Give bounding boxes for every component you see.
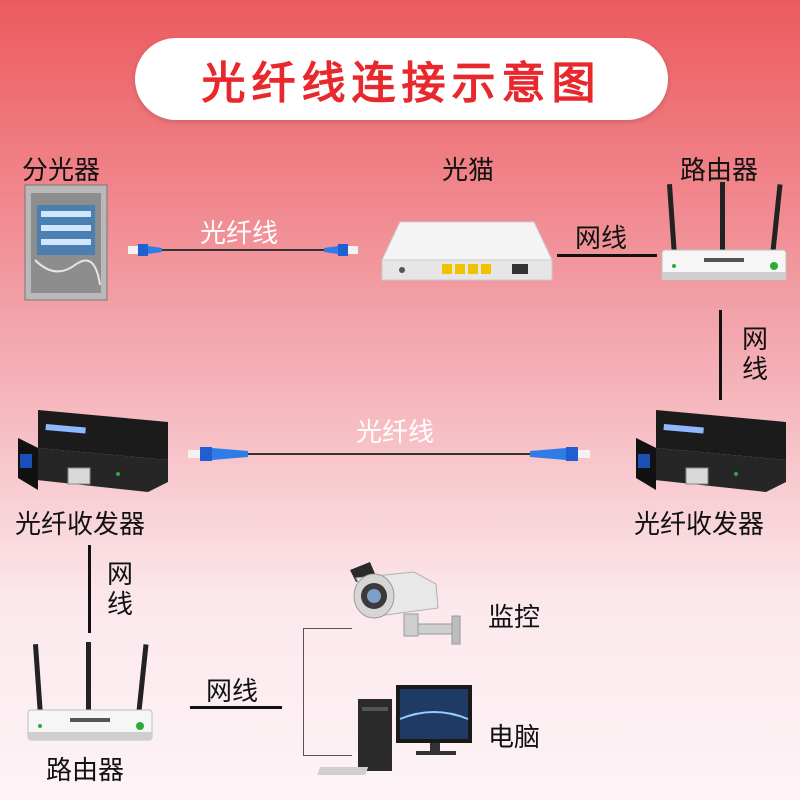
transceiver-left-label: 光纤收发器 <box>15 510 146 540</box>
camera-label: 监控 <box>488 603 541 633</box>
computer-icon <box>317 685 472 775</box>
fiber-label-middle: 光纤线 <box>356 418 435 448</box>
router-top-icon <box>661 182 787 281</box>
computer-label: 电脑 <box>488 723 541 753</box>
cable-router-transceiver <box>719 310 722 400</box>
cable-label-modem-router: 网线 <box>575 224 628 254</box>
router-top-label: 路由器 <box>680 156 759 186</box>
splitter-box-icon <box>24 184 108 301</box>
cable-label-transceiver-router: 网 线 <box>105 560 135 620</box>
fiber-label-top: 光纤线 <box>200 219 279 249</box>
modem-icon <box>381 221 553 281</box>
router-bottom-icon <box>27 642 153 741</box>
fiber-cable-top <box>128 244 358 256</box>
cable-transceiver-router <box>88 545 91 633</box>
transceiver-right-label: 光纤收发器 <box>634 510 765 540</box>
cable-modem-router <box>557 254 657 257</box>
fiber-cable-middle <box>188 447 590 461</box>
transceiver-left-icon <box>18 410 168 492</box>
splitter-label: 分光器 <box>22 156 101 186</box>
camera-icon <box>350 562 461 645</box>
cable-router-devices <box>190 706 282 709</box>
cable-label-router-transceiver: 网 线 <box>740 325 770 385</box>
router-bottom-label: 路由器 <box>46 756 125 786</box>
cable-label-router-devices: 网线 <box>206 677 259 707</box>
cable-label-router-transceiver-2: 线 <box>741 355 768 385</box>
cable-label-transceiver-router-2: 线 <box>106 590 133 620</box>
cable-label-transceiver-router-1: 网 <box>106 560 133 590</box>
device-bracket <box>303 628 352 756</box>
title-banner: 光纤线连接示意图 <box>135 38 668 120</box>
modem-label: 光猫 <box>442 156 495 186</box>
transceiver-right-icon <box>636 410 786 492</box>
cable-label-router-transceiver-1: 网 <box>741 325 768 355</box>
diagram-title: 光纤线连接示意图 <box>201 58 602 109</box>
